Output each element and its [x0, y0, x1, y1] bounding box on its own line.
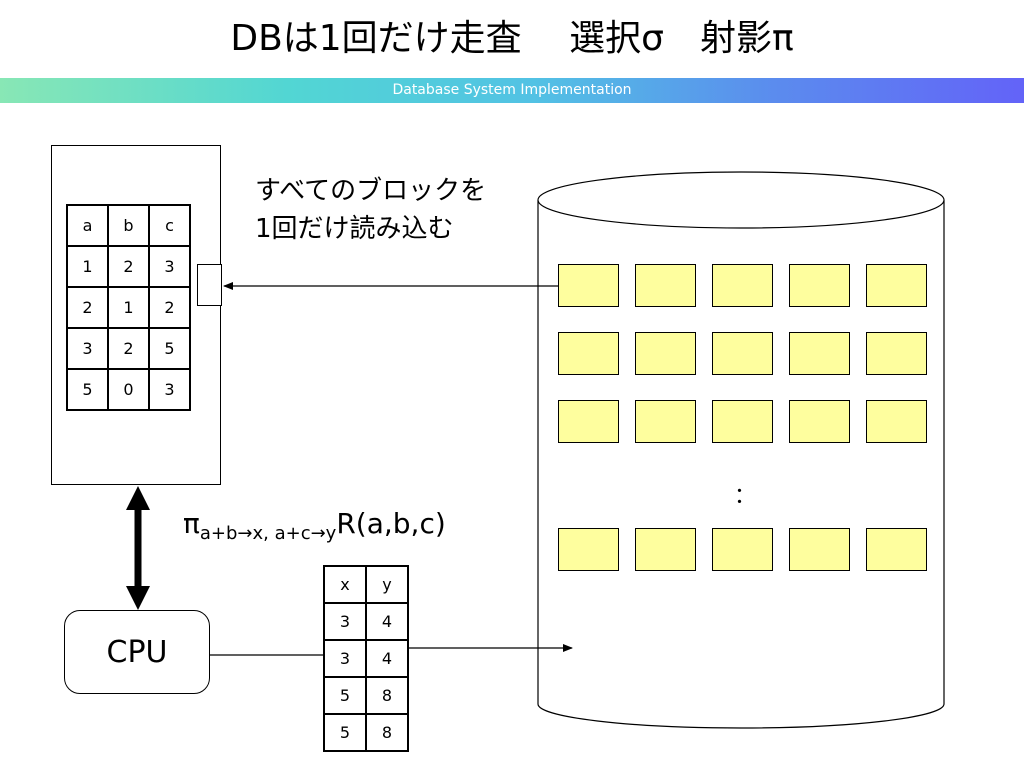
disk-block	[712, 400, 773, 443]
table-cell: 3	[148, 245, 191, 288]
table-header-row: x y	[323, 565, 409, 604]
table-row: 3 2 5	[66, 327, 191, 370]
table-cell: 3	[66, 327, 109, 370]
disk-block	[635, 264, 696, 307]
disk-cylinder	[537, 171, 945, 729]
slide-title: DBは1回だけ走査 選択σ 射影π	[230, 18, 794, 59]
result-table: x y 3 4 3 4 5 8 5 8	[323, 565, 409, 752]
disk-block	[558, 400, 619, 443]
disk-block	[866, 400, 927, 443]
table-cell: 5	[323, 713, 367, 752]
scan-note-line2: 1回だけ読み込む	[255, 214, 454, 244]
table-cell: 8	[365, 713, 409, 752]
disk-block	[558, 332, 619, 375]
disk-block	[866, 264, 927, 307]
table-cell: 8	[365, 676, 409, 715]
table-cell: 2	[66, 286, 109, 329]
memory-cpu-arrow	[126, 486, 150, 610]
cpu-box: CPU	[64, 610, 210, 694]
pi-symbol: π	[183, 507, 200, 540]
table-cell: 0	[107, 368, 150, 411]
cpu-label: CPU	[106, 634, 168, 670]
header-cell-x: x	[323, 565, 367, 604]
header-cell-y: y	[365, 565, 409, 604]
table-cell: 5	[323, 676, 367, 715]
table-row: 3 4	[323, 639, 409, 678]
table-cell: 5	[148, 327, 191, 370]
table-cell: 1	[66, 245, 109, 288]
header-cell-a: a	[66, 204, 109, 247]
scan-note-line1: すべてのブロックを	[255, 176, 487, 206]
table-row: 5 0 3	[66, 368, 191, 411]
table-cell: 3	[323, 602, 367, 641]
table-cell: 4	[365, 639, 409, 678]
table-header-row: a b c	[66, 204, 191, 247]
projection-formula: πa+b→x, a+c→yR(a,b,c)	[183, 507, 446, 544]
table-cell: 3	[148, 368, 191, 411]
disk-ellipsis: ：	[734, 484, 757, 509]
disk-block	[712, 264, 773, 307]
table-row: 3 4	[323, 602, 409, 641]
disk-block	[635, 528, 696, 571]
projection-subscript: a+b→x, a+c→y	[199, 523, 337, 544]
header-cell-c: c	[148, 204, 191, 247]
header-cell-b: b	[107, 204, 150, 247]
table-cell: 4	[365, 602, 409, 641]
relation-r-table: a b c 1 2 3 2 1 2 3 2 5 5 0 3	[66, 204, 191, 411]
table-row: 1 2 3	[66, 245, 191, 288]
table-cell: 3	[323, 639, 367, 678]
table-row: 5 8	[323, 713, 409, 752]
memory-input-slot	[197, 264, 222, 306]
table-cell: 2	[148, 286, 191, 329]
disk-block	[558, 264, 619, 307]
disk-block	[712, 528, 773, 571]
disk-block	[635, 400, 696, 443]
disk-block	[866, 332, 927, 375]
table-cell: 5	[66, 368, 109, 411]
table-cell: 1	[107, 286, 150, 329]
banner-text: Database System Implementation	[392, 82, 632, 98]
banner-bar	[0, 78, 1024, 103]
disk-block	[866, 528, 927, 571]
disk-block	[789, 400, 850, 443]
disk-block	[635, 332, 696, 375]
table-row: 2 1 2	[66, 286, 191, 329]
disk-block	[558, 528, 619, 571]
table-cell: 2	[107, 245, 150, 288]
disk-block	[789, 264, 850, 307]
disk-block	[789, 528, 850, 571]
relation-name: R(a,b,c)	[336, 507, 446, 540]
scan-note: すべてのブロックを 1回だけ読み込む	[255, 172, 486, 248]
table-cell: 2	[107, 327, 150, 370]
disk-block	[789, 332, 850, 375]
disk-block	[712, 332, 773, 375]
table-row: 5 8	[323, 676, 409, 715]
